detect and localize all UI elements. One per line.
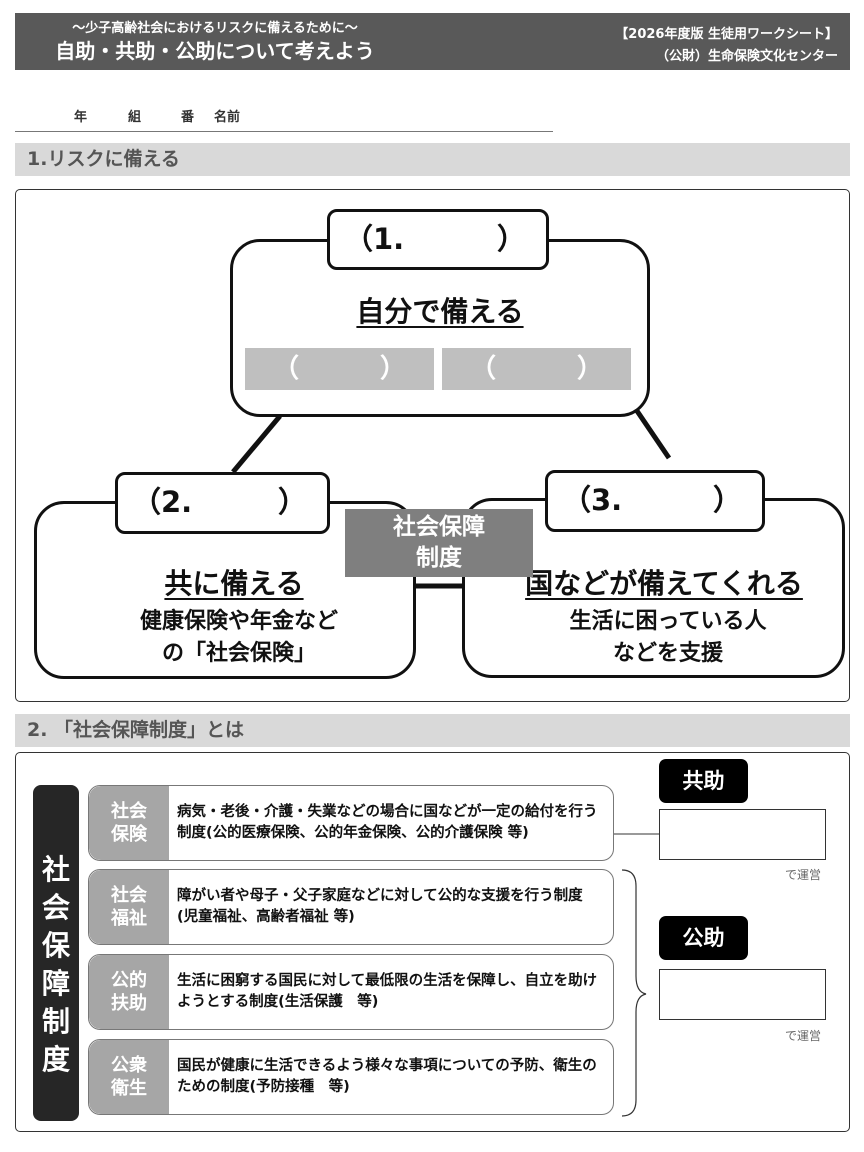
row-text: 国民が健康に生活できるよう様々な事項についての予防、衛生のための制度(予防接種 … <box>177 1058 597 1095</box>
section1-panel <box>15 189 850 702</box>
mutual-help-desc-2: の「社会保険」 <box>161 641 316 666</box>
mutual-help-desc-1: 健康保険や年金など <box>139 609 338 634</box>
connector-lines <box>231 403 672 589</box>
section2-title: 2. 「社会保障制度」とは <box>15 714 850 747</box>
kojo-answer-box[interactable] <box>659 969 826 1020</box>
public-help-desc-2: などを支援 <box>612 641 723 666</box>
row-text: 障がい者や母子・父子家庭などに対して公的な支援を行う制度(児童福祉、高齢者福祉 … <box>177 888 583 925</box>
list-item-public-assistance: 公的 扶助 生活に困窮する国民に対して最低限の生活を保障し、自立を助けようとする… <box>88 954 614 1030</box>
kyojo-label: 共助 <box>659 759 748 803</box>
social-security-vertical-label: 社 会 保 障 制 度 <box>33 785 79 1121</box>
self-help-tab-open: （1. <box>344 222 405 256</box>
class-label: 組 <box>128 110 142 125</box>
self-help-blank-1[interactable]: （ ） <box>245 348 434 390</box>
worksheet-header: ～少子高齢社会におけるリスクに備えるために～ 自助・共助・公助について考えよう … <box>15 13 850 70</box>
kojo-unei-note: で運営 <box>785 1029 822 1043</box>
list-item-social-insurance: 社会 保険 病気・老後・介護・失業などの場合に国などが一定の給付を行う制度(公的… <box>88 785 614 861</box>
self-help-heading: 自分で備える <box>356 295 524 328</box>
header-edition: 【2026年度版 生徒用ワークシート】 <box>615 27 838 42</box>
row-text: 病気・老後・介護・失業などの場合に国などが一定の給付を行う制度(公的医療保険、公… <box>177 804 598 841</box>
kojo-brace <box>621 869 647 1117</box>
header-subtitle: ～少子高齢社会におけるリスクに備えるために～ <box>72 21 358 36</box>
self-help-tab[interactable]: （1. ） <box>327 209 549 270</box>
row-tag: 公衆 衛生 <box>89 1040 169 1114</box>
mutual-help-tab-close: ） <box>277 485 307 519</box>
kyojo-unei-note: で運営 <box>785 868 822 882</box>
list-item-public-health: 公衆 衛生 国民が健康に生活できるよう様々な事項についての予防、衛生のための制度… <box>88 1039 614 1115</box>
list-item-social-welfare: 社会 福祉 障がい者や母子・父子家庭などに対して公的な支援を行う制度(児童福祉、… <box>88 869 614 945</box>
section2-panel <box>15 752 850 1132</box>
connector-top-left <box>231 414 282 474</box>
public-help-heading: 国などが備えてくれる <box>525 567 803 600</box>
mutual-help-tab[interactable]: （2. ） <box>115 472 330 534</box>
public-help-tab-close: ） <box>712 483 742 517</box>
connector-top-right <box>630 403 672 460</box>
brace-connector <box>614 833 659 1117</box>
social-security-label: 社会保障 制度 <box>345 509 533 577</box>
mutual-help-heading: 共に備える <box>164 567 304 600</box>
number-label: 番 <box>181 110 195 125</box>
row-tag: 公的 扶助 <box>89 955 169 1029</box>
public-help-tab[interactable]: （3. ） <box>545 470 765 532</box>
header-title: 自助・共助・公助について考えよう <box>55 39 375 63</box>
section1-title: 1.リスクに備える <box>15 143 850 176</box>
public-help-desc-1: 生活に困っている人 <box>569 609 767 634</box>
kojo-label: 公助 <box>659 916 748 960</box>
name-underline[interactable] <box>15 131 553 132</box>
self-help-blank-2[interactable]: （ ） <box>442 348 631 390</box>
mutual-help-tab-open: （2. <box>132 485 193 519</box>
kyojo-answer-box[interactable] <box>659 809 826 860</box>
public-help-tab-open: （3. <box>562 483 623 517</box>
name-label: 名前 <box>214 110 241 125</box>
row-tag: 社会 保険 <box>89 786 169 860</box>
year-label: 年 <box>74 110 88 125</box>
self-help-tab-close: ） <box>496 222 526 256</box>
header-publisher: （公財）生命保険文化センター <box>655 49 838 64</box>
row-text: 生活に困窮する国民に対して最低限の生活を保障し、自立を助けようとする制度(生活保… <box>177 973 598 1010</box>
row-tag: 社会 福祉 <box>89 870 169 944</box>
